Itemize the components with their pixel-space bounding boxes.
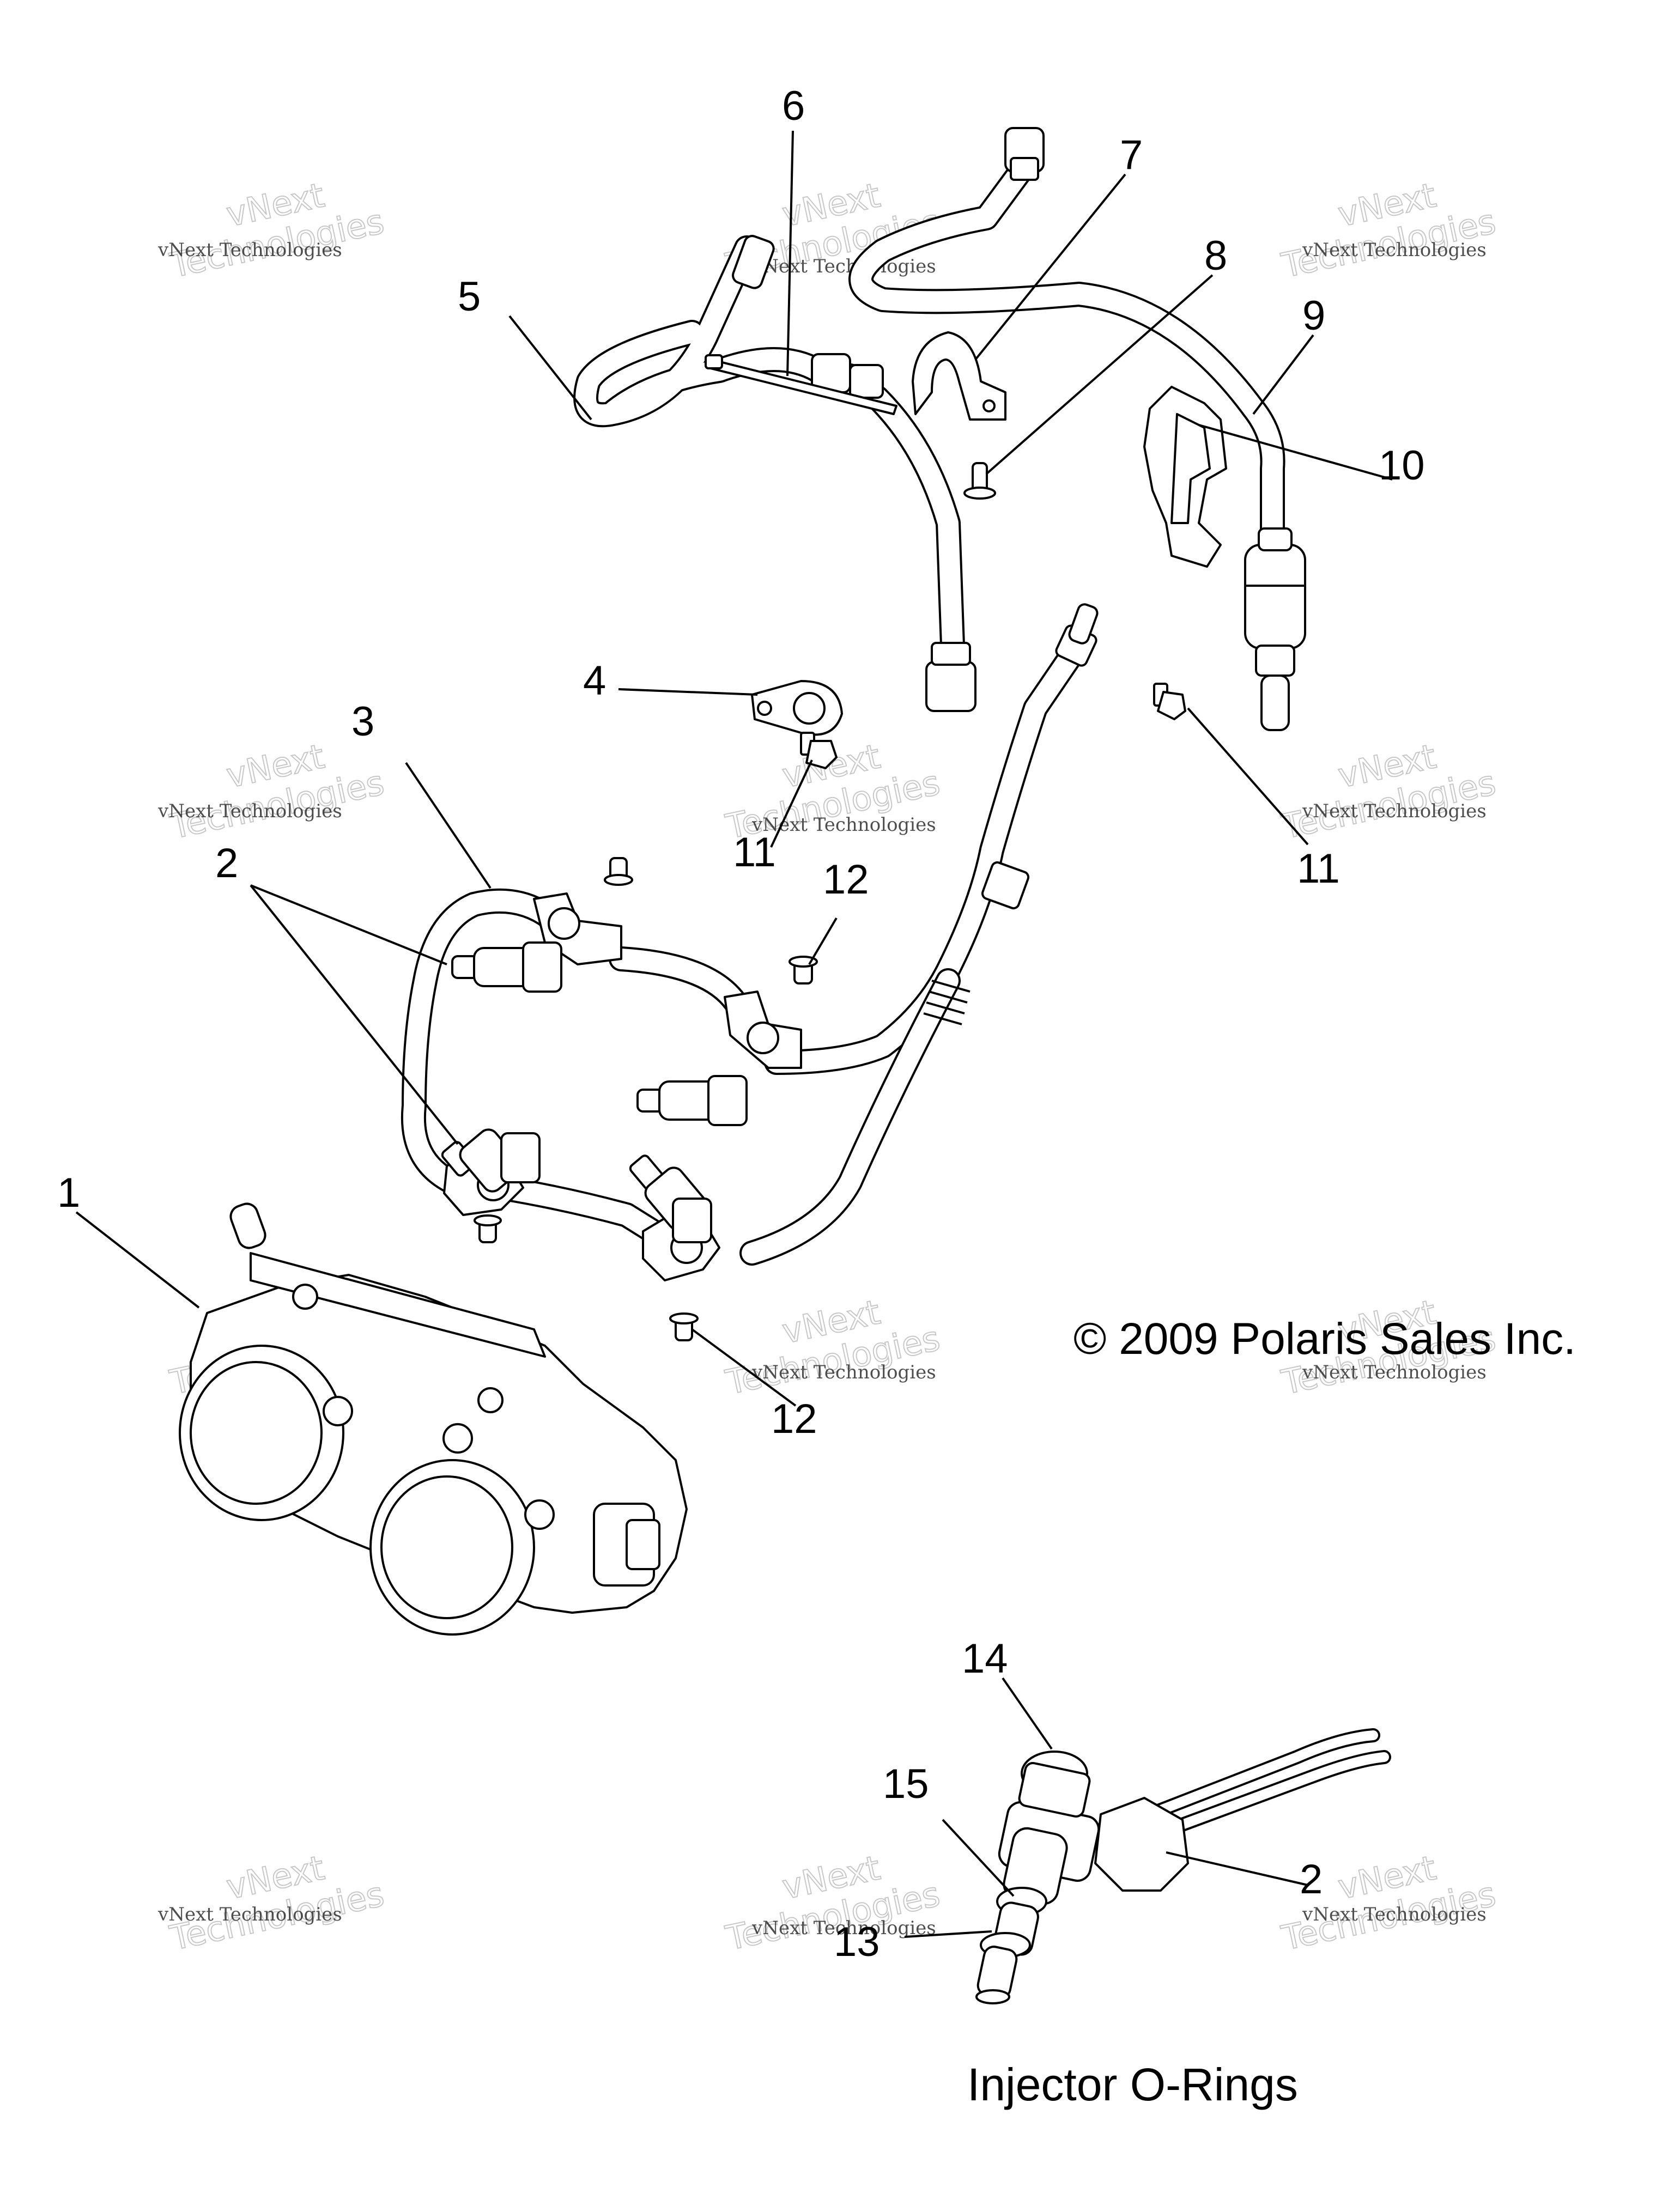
callout-12-upper: 12	[823, 856, 869, 903]
leader-lines	[75, 130, 1393, 1938]
callout-7: 7	[1120, 132, 1143, 178]
hose-clamp-part-4	[751, 680, 843, 736]
watermark-4-text: vNext Technologies	[157, 800, 342, 822]
rivet-part-8	[963, 462, 996, 500]
clamp-part-7	[912, 331, 1006, 421]
watermark-8: vNext Technologies	[721, 1291, 944, 1403]
watermark-8-text: vNext Technologies	[751, 1362, 936, 1383]
watermark-3: vNext Technologies	[1277, 174, 1500, 286]
watermark-3-text: vNext Technologies	[1302, 239, 1487, 261]
callout-11-right: 11	[1297, 846, 1340, 892]
watermark-6-text: vNext Technologies	[1302, 800, 1487, 822]
screw-part-11-a	[800, 732, 838, 769]
fuel-hose-part-5	[573, 235, 976, 712]
callout-10: 10	[1379, 442, 1425, 489]
fuel-rail-hose-part-3	[401, 603, 1099, 1281]
watermark-11: vNext Technologies	[721, 1847, 944, 1959]
fuel-injector-part-2-c	[636, 1075, 748, 1126]
injector-orings-inset	[975, 1728, 1391, 2004]
callout-11-center: 11	[733, 829, 776, 876]
screw-part-12-b	[789, 956, 818, 985]
callout-14: 14	[962, 1636, 1008, 1682]
callout-15: 15	[883, 1761, 929, 1807]
cable-tie-part-6	[705, 354, 897, 415]
fuel-filter-bracket-part-10	[1143, 386, 1306, 731]
fuel-hose-part-9	[848, 127, 1285, 541]
callout-3: 3	[351, 698, 374, 745]
callout-1: 1	[57, 1170, 80, 1216]
copyright-notice: © 2009 Polaris Sales Inc.	[1073, 1314, 1576, 1364]
fuel-injector-part-2-b	[441, 1128, 541, 1193]
screw-part-12-d	[669, 1312, 699, 1341]
throttle-body-part-1	[179, 1202, 688, 1636]
watermark-11-text: vNext Technologies	[751, 1917, 936, 1939]
callout-8: 8	[1204, 233, 1227, 279]
ribbed-sleeve	[923, 980, 971, 1025]
screw-part-12-a	[604, 857, 633, 886]
inset-title: Injector O-Rings	[967, 2059, 1298, 2110]
watermark-1: vNext Technologies	[166, 174, 388, 286]
watermark-9-text: vNext Technologies	[1302, 1362, 1487, 1383]
callout-2-inset: 2	[1300, 1856, 1323, 1903]
screw-part-12-c	[474, 1214, 502, 1243]
watermark-10: vNext Technologies	[166, 1847, 388, 1959]
callout-13: 13	[834, 1919, 880, 1965]
callout-5: 5	[458, 274, 481, 320]
fuel-injector-part-2-d	[629, 1154, 712, 1243]
callout-12-lower: 12	[771, 1396, 817, 1442]
callout-6: 6	[782, 83, 805, 129]
watermark-6: vNext Technologies	[1277, 736, 1500, 847]
fuel-injector-part-2-a	[451, 941, 562, 993]
callout-4: 4	[583, 658, 606, 704]
callout-9: 9	[1302, 293, 1325, 339]
watermark-10-text: vNext Technologies	[157, 1904, 342, 1925]
screw-part-11-b	[1153, 683, 1186, 720]
watermark-2-text: vNext Technologies	[751, 256, 936, 277]
callout-2-main: 2	[215, 840, 238, 886]
watermark-12-text: vNext Technologies	[1302, 1904, 1487, 1925]
watermark-1-text: vNext Technologies	[157, 239, 342, 261]
